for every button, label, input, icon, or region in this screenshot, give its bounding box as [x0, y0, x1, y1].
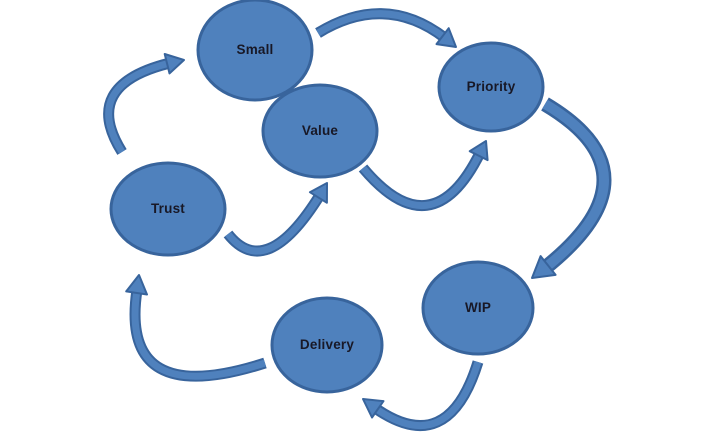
- node-delivery-shape: [270, 296, 384, 394]
- arrow-head-icon: [362, 398, 385, 419]
- node-trust-shape: [109, 161, 227, 257]
- arrow-head-icon: [125, 274, 148, 296]
- arrow-small-to-priority: [315, 8, 457, 48]
- node-value-label: Value: [302, 123, 339, 138]
- arrow-curve: [131, 289, 267, 380]
- node-small: Small: [196, 0, 314, 102]
- arrow-curve: [360, 151, 484, 209]
- node-wip: WIP: [421, 260, 535, 356]
- arrow-wip-to-delivery: [362, 360, 484, 431]
- node-small-shape: [196, 0, 314, 102]
- arrow-head-icon: [468, 140, 489, 162]
- arrow-delivery-to-trust: [125, 274, 267, 382]
- arrow-head-icon: [163, 53, 185, 75]
- node-trust-label: Trust: [151, 201, 185, 216]
- node-trust: Trust: [109, 161, 227, 257]
- arrow-value-to-priority: [358, 140, 489, 211]
- arrow-head-icon: [435, 27, 457, 48]
- arrow-curve: [105, 59, 171, 154]
- arrow-curve: [225, 193, 323, 255]
- node-delivery: Delivery: [270, 296, 384, 394]
- arrow-head-icon: [308, 182, 328, 204]
- arrow-head-icon: [531, 255, 557, 279]
- node-wip-shape: [421, 260, 535, 356]
- arrow-curve: [316, 10, 448, 41]
- node-priority-shape: [437, 41, 545, 133]
- node-value-shape: [261, 83, 379, 179]
- arrow-trust-to-small: [103, 53, 185, 155]
- arrow-curve: [541, 99, 609, 272]
- node-priority: Priority: [437, 41, 545, 133]
- node-delivery-label: Delivery: [300, 337, 354, 352]
- node-wip-label: WIP: [465, 300, 491, 315]
- node-priority-label: Priority: [467, 79, 516, 94]
- node-small-label: Small: [236, 42, 273, 57]
- arrow-trust-to-value: [223, 182, 328, 257]
- node-value: Value: [261, 83, 379, 179]
- arrow-priority-to-wip: [531, 97, 612, 279]
- arrow-curve: [372, 360, 482, 429]
